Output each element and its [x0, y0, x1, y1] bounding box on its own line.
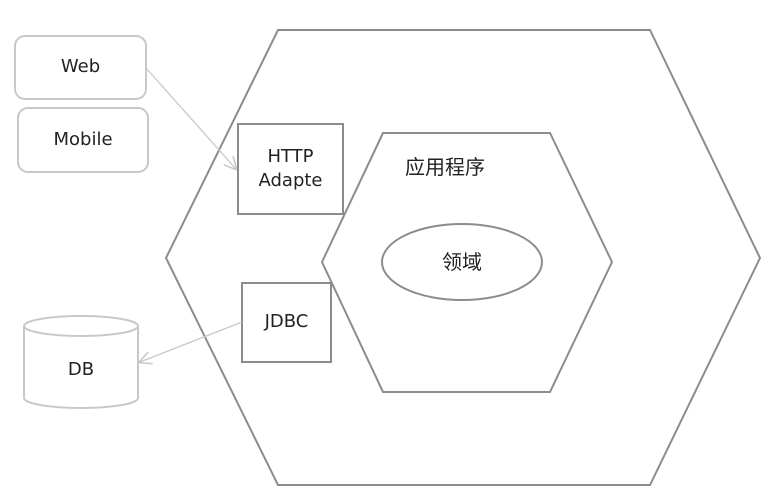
domain-ellipse	[381, 223, 543, 301]
db-cylinder	[23, 315, 139, 409]
outer-hexagon	[164, 29, 762, 486]
db-label: DB	[67, 358, 95, 380]
web-label: Web	[60, 56, 101, 78]
inner-hexagon	[320, 132, 614, 393]
web-to-http-arrow	[145, 67, 236, 169]
http-line2: Adapte	[258, 170, 323, 191]
jdbc-box	[241, 282, 332, 363]
mobile-label: Mobile	[53, 128, 113, 150]
http-adapter-box	[237, 123, 344, 215]
jdbc-label: JDBC	[264, 311, 309, 333]
domain-label: 领域	[442, 249, 482, 274]
web-box	[14, 35, 147, 100]
mobile-box	[17, 107, 149, 173]
application-label: 应用程序	[405, 154, 485, 179]
jdbc-to-db-arrow	[140, 321, 243, 362]
http-line1: HTTP	[267, 145, 314, 167]
http-adapter-label: HTTP Adapte	[238, 124, 343, 214]
